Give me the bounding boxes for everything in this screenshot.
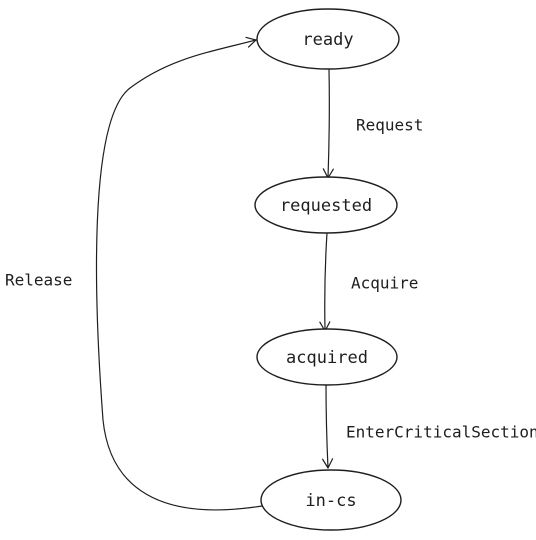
state-label: requested xyxy=(280,196,372,216)
state-node-shape xyxy=(256,8,400,70)
state-label: in-cs xyxy=(305,491,356,511)
edge-requested-to-acquired: Acquire xyxy=(319,232,418,332)
state-node-shape xyxy=(260,469,402,531)
edge-in-cs-to-ready: Release xyxy=(5,36,263,511)
edge-line xyxy=(322,68,334,179)
state-requested: requested xyxy=(254,176,398,234)
edge-line xyxy=(95,36,263,511)
edge-label-acquire: Acquire xyxy=(351,274,418,293)
state-node-shape xyxy=(256,328,398,386)
edge-line xyxy=(321,383,334,469)
state-ready: ready xyxy=(256,8,400,70)
edge-label-release: Release xyxy=(5,271,72,290)
state-label: acquired xyxy=(286,348,368,368)
edge-acquired-to-in-cs: EnterCriticalSection xyxy=(321,383,536,469)
state-acquired: acquired xyxy=(256,328,398,386)
state-label: ready xyxy=(302,30,353,50)
state-node-shape xyxy=(254,176,398,234)
edge-label-request: Request xyxy=(356,116,423,135)
edge-line xyxy=(319,232,331,332)
state-in-cs: in-cs xyxy=(260,469,402,531)
edge-ready-to-requested: Request xyxy=(322,68,423,179)
edge-label-enter-critical-section: EnterCriticalSection xyxy=(346,423,536,442)
